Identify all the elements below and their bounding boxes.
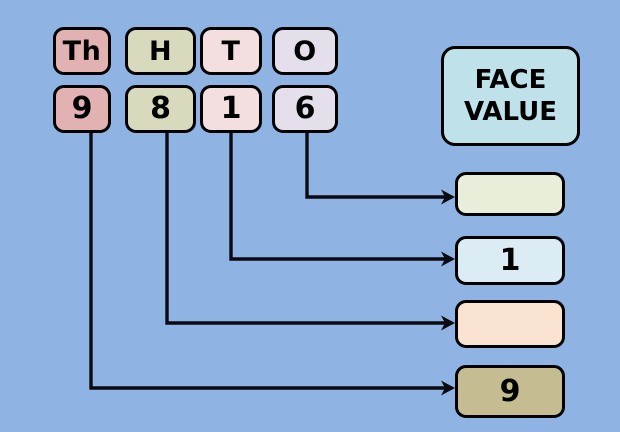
face-value-box-hundreds[interactable] <box>455 300 565 348</box>
digit-ones[interactable]: 6 <box>272 85 338 133</box>
face-value-box-thousands[interactable]: 9 <box>455 365 565 418</box>
face-value-title-card: FACE VALUE <box>441 46 580 146</box>
place-header-thousands[interactable]: Th <box>53 27 111 75</box>
digit-thousands[interactable]: 9 <box>53 85 111 133</box>
place-header-tens[interactable]: T <box>200 27 262 75</box>
face-value-title-line1: FACE <box>474 64 547 95</box>
place-header-hundreds[interactable]: H <box>125 27 196 75</box>
face-value-title-line2: VALUE <box>464 97 557 127</box>
digit-tens[interactable]: 1 <box>200 85 262 133</box>
digit-hundreds[interactable]: 8 <box>125 85 196 133</box>
face-value-box-tens[interactable]: 1 <box>455 236 565 285</box>
place-header-ones[interactable]: O <box>272 27 338 75</box>
face-value-box-ones[interactable] <box>455 172 565 216</box>
